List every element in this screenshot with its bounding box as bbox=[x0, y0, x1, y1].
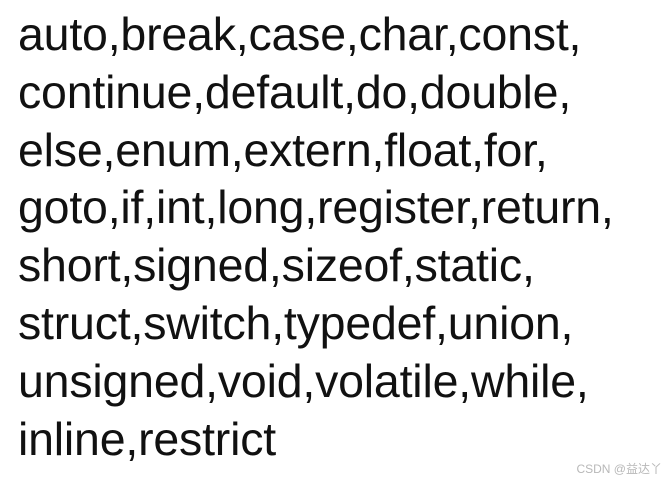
keyword-list: auto,break,case,char,const, continue,def… bbox=[18, 6, 668, 468]
keyword-line-2: continue,default,do,double, bbox=[18, 65, 572, 118]
csdn-watermark: CSDN @益达丫 bbox=[576, 462, 662, 476]
keyword-line-1: auto,break,case,char,const, bbox=[18, 8, 582, 60]
keyword-line-8: inline,restrict bbox=[18, 412, 276, 465]
keyword-line-3: else,enum,extern,float,for, bbox=[18, 123, 548, 176]
keyword-line-4: goto,if,int,long,register,return, bbox=[18, 181, 614, 234]
keyword-line-5: short,signed,sizeof,static, bbox=[18, 239, 535, 292]
keyword-line-6: struct,switch,typedef,union, bbox=[18, 296, 574, 349]
keyword-line-7: unsigned,void,volatile,while, bbox=[18, 354, 589, 407]
